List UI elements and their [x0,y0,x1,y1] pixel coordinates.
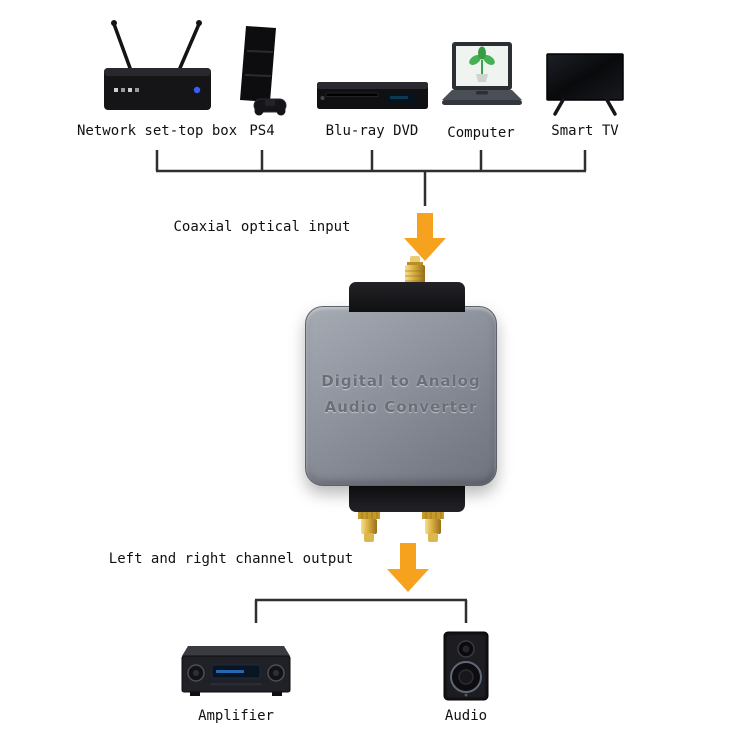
converter-title-line1: Digital to Analog [321,372,481,390]
plant-icon [469,46,495,82]
converter-title-line2: Audio Converter [324,398,478,416]
converter-top-panel [349,282,465,312]
top-bracket-line [155,150,587,206]
label-computer: Computer [447,125,515,141]
ps4-controller-icon [253,98,287,116]
tv-icon [546,53,624,116]
set-top-box-icon [104,20,211,110]
label-bluray: Blu-ray DVD [325,123,419,139]
input-arrow-icon [404,213,446,261]
converter-body [305,306,497,486]
output-arrow-icon [387,543,429,592]
amplifier-icon [181,646,291,696]
label-smart-tv: Smart TV [551,123,619,139]
dac-converter-device: Digital to Analog Audio Converter [305,256,497,542]
ps4-console-icon [240,26,287,116]
label-amplifier: Amplifier [198,708,274,724]
label-set-top-box: Network set-top box [77,123,238,139]
label-audio: Audio [444,708,488,724]
bluray-player-icon [317,82,428,109]
laptop-icon [442,42,522,105]
speaker-icon [443,631,489,701]
output-caption: Left and right channel output [108,551,354,567]
bottom-bracket-line [254,598,468,623]
converter-bottom-panel [349,482,465,512]
label-ps4: PS4 [249,123,275,139]
input-caption: Coaxial optical input [173,219,351,235]
